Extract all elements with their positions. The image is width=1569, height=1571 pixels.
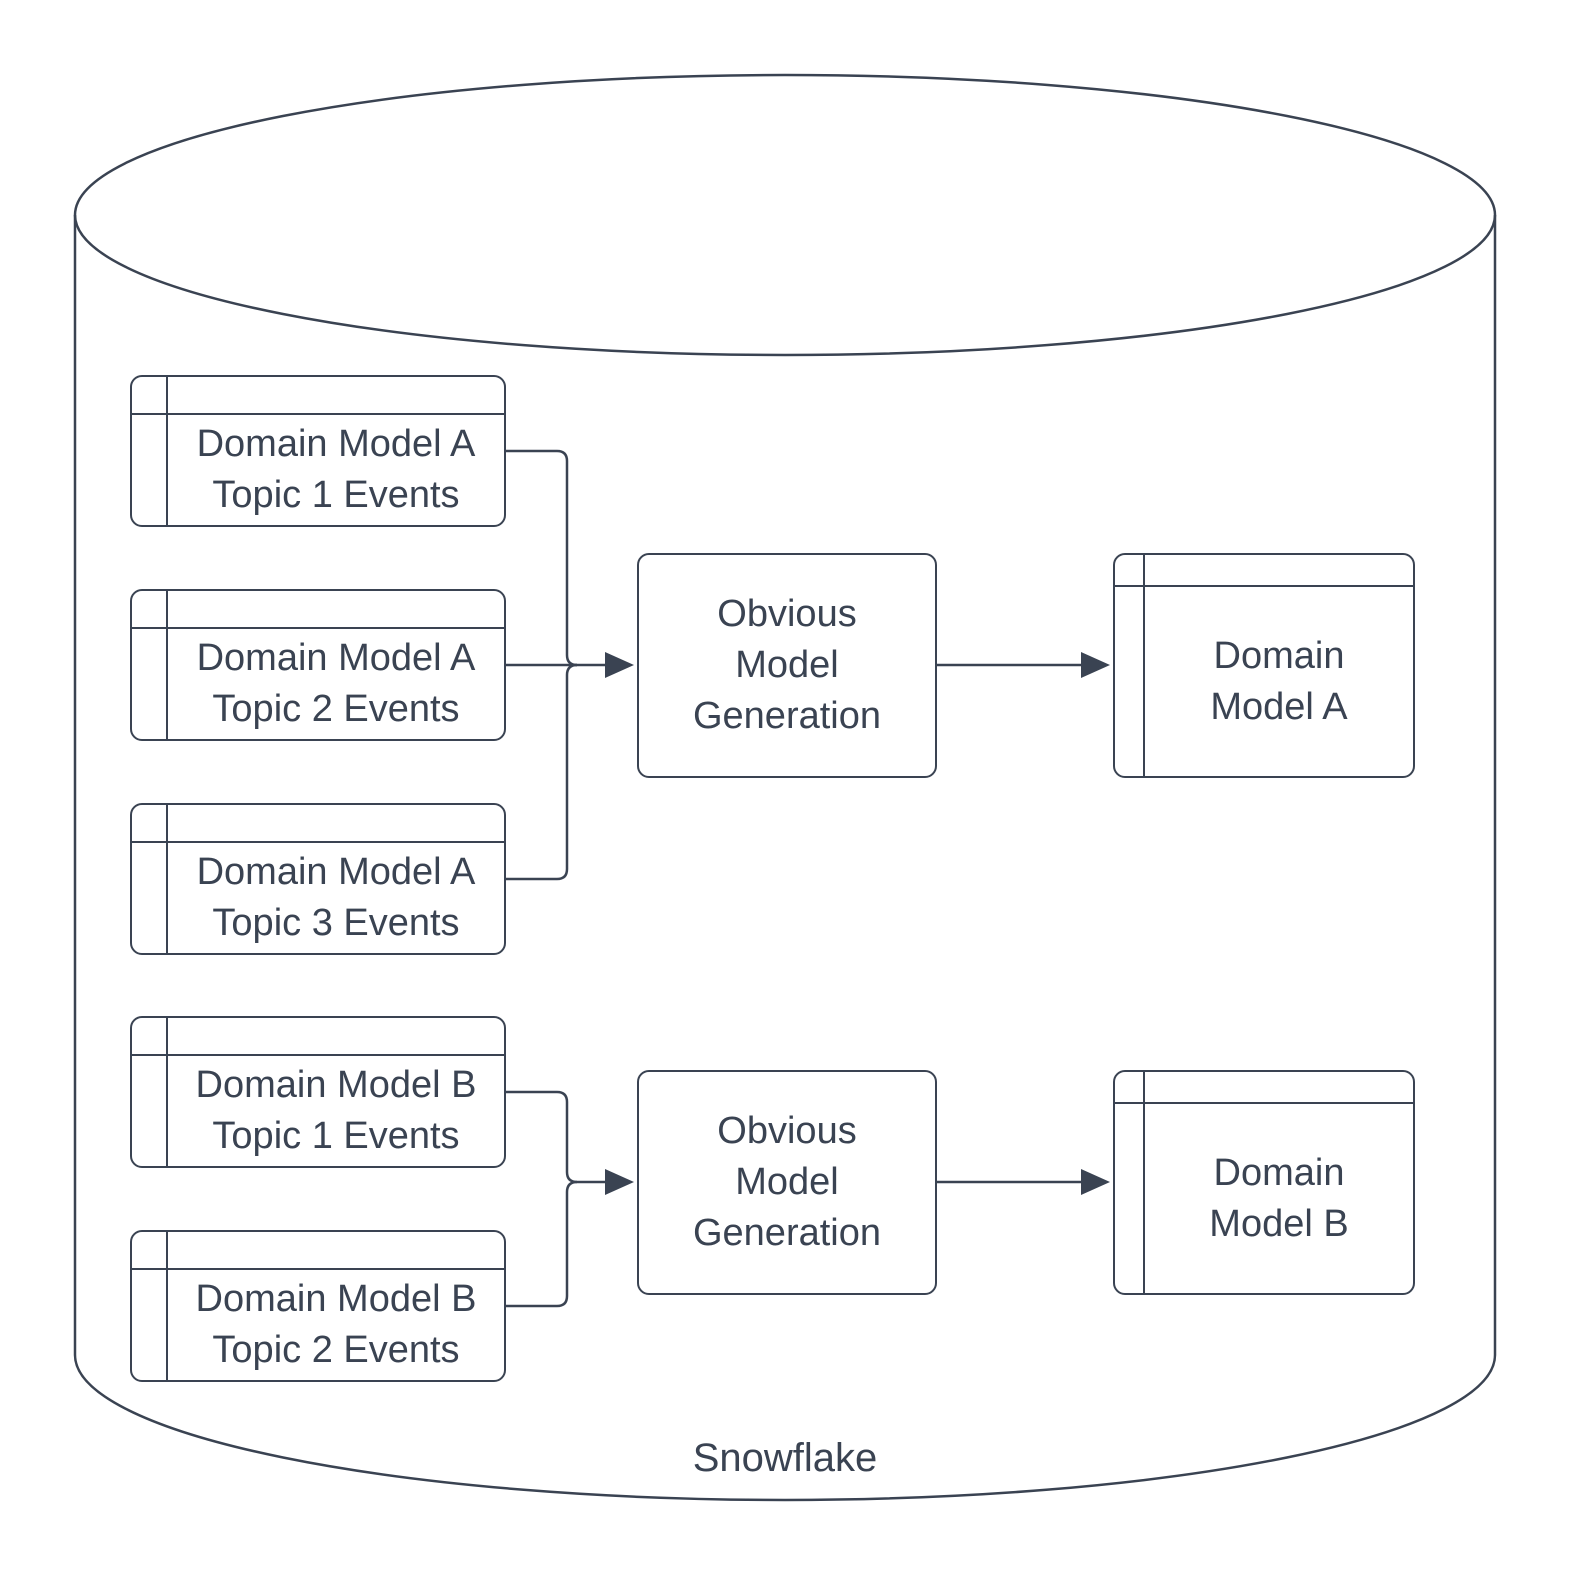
process-obvious-model-generation-b: Obvious Model Generation: [637, 1070, 937, 1295]
process-label: Obvious Model Generation: [639, 1072, 935, 1293]
table-header-divider: [132, 413, 504, 415]
table-label-line: Domain Model A: [196, 637, 476, 679]
process-label-line: Generation: [692, 1212, 881, 1254]
table-header-divider: [1115, 1102, 1413, 1104]
cylinder-label: Snowflake: [692, 1436, 878, 1480]
table-column-divider: [166, 805, 168, 953]
table-column-divider: [1143, 555, 1145, 776]
table-label-line: Domain Model A: [196, 423, 476, 465]
table-header-divider: [132, 1268, 504, 1270]
process-label-line: Obvious: [717, 1110, 857, 1152]
table-label: Domain Model B Topic 2 Events: [168, 1270, 504, 1380]
cylinder-top-ellipse: [73, 73, 1497, 357]
table-label: Domain Model B Topic 1 Events: [168, 1056, 504, 1166]
table-label-line: Topic 3 Events: [212, 902, 460, 944]
table-header-divider: [132, 627, 504, 629]
table-column-divider: [166, 591, 168, 739]
table-label-line: Domain Model A: [196, 851, 476, 893]
table-label: Domain Model B: [1145, 1104, 1413, 1293]
table-domain-model-a: Domain Model A: [1113, 553, 1415, 778]
process-label-line: Model: [735, 644, 839, 686]
process-label-line: Model: [735, 1161, 839, 1203]
connector-b-topic1: [506, 1090, 578, 1184]
table-header-divider: [132, 1054, 504, 1056]
table-domain-model-b-topic-2-events: Domain Model B Topic 2 Events: [130, 1230, 506, 1382]
table-domain-model-a-topic-1-events: Domain Model A Topic 1 Events: [130, 375, 506, 527]
table-label: Domain Model A Topic 1 Events: [168, 415, 504, 525]
connector-b-topic2: [506, 1180, 578, 1308]
cylinder-body: [73, 215, 1497, 1502]
table-label: Domain Model A Topic 2 Events: [168, 629, 504, 739]
table-label-line: Topic 1 Events: [212, 474, 460, 516]
table-header-divider: [132, 841, 504, 843]
table-domain-model-b: Domain Model B: [1113, 1070, 1415, 1295]
arrowhead-into-model-b: [1081, 1169, 1110, 1195]
table-label-line: Domain Model B: [195, 1064, 477, 1106]
table-column-divider: [166, 377, 168, 525]
table-label-line: Topic 1 Events: [212, 1115, 460, 1157]
table-label: Domain Model A: [1145, 587, 1413, 776]
table-label-line: Domain Model B: [195, 1278, 477, 1320]
arrowhead-into-generation-b: [605, 1169, 634, 1195]
process-label: Obvious Model Generation: [639, 555, 935, 776]
table-label-line: Model A: [1210, 685, 1348, 728]
table-label-line: Topic 2 Events: [212, 688, 460, 730]
process-obvious-model-generation-a: Obvious Model Generation: [637, 553, 937, 778]
table-column-divider: [166, 1232, 168, 1380]
connector-a-topic3: [506, 663, 578, 881]
arrowhead-into-model-a: [1081, 652, 1110, 678]
table-domain-model-a-topic-2-events: Domain Model A Topic 2 Events: [130, 589, 506, 741]
table-label-line: Domain: [1213, 1151, 1345, 1194]
table-domain-model-b-topic-1-events: Domain Model B Topic 1 Events: [130, 1016, 506, 1168]
table-label-line: Domain: [1213, 634, 1345, 677]
table-header-divider: [1115, 585, 1413, 587]
table-label-line: Model B: [1209, 1202, 1349, 1245]
table-column-divider: [166, 1018, 168, 1166]
table-label: Domain Model A Topic 3 Events: [168, 843, 504, 953]
table-domain-model-a-topic-3-events: Domain Model A Topic 3 Events: [130, 803, 506, 955]
table-label-line: Topic 2 Events: [212, 1329, 460, 1371]
arrowhead-into-generation-a: [605, 652, 634, 678]
table-column-divider: [1143, 1072, 1145, 1293]
connector-a-topic1: [506, 449, 578, 667]
process-label-line: Generation: [692, 695, 881, 737]
process-label-line: Obvious: [717, 593, 857, 635]
